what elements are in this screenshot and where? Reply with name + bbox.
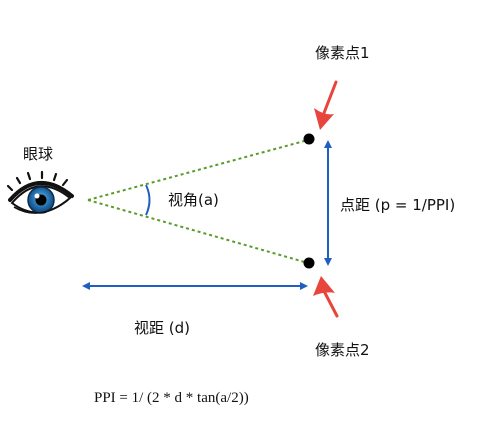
view-distance-label: 视距 (d) (134, 319, 190, 337)
eyeball-label: 眼球 (23, 145, 53, 163)
angle-arc (145, 184, 151, 216)
ppi-formula: PPI = 1/ (2 * d * tan(a/2)) (94, 390, 249, 406)
sight-line-bottom (87, 199, 309, 264)
pixel-dot-1 (303, 133, 315, 145)
sight-line-top (87, 139, 309, 201)
view-angle-label: 视角(a) (168, 191, 219, 209)
pointer-arrow-icon-2 (313, 276, 339, 318)
pixel-dot-2 (303, 257, 315, 269)
pixel1-label: 像素点1 (315, 44, 370, 62)
pointer-arrow-icon-1 (314, 80, 338, 130)
eye-icon (6, 170, 74, 214)
pixel2-label: 像素点2 (315, 341, 370, 359)
dot-pitch-label: 点距 (p = 1/PPI) (340, 196, 455, 214)
